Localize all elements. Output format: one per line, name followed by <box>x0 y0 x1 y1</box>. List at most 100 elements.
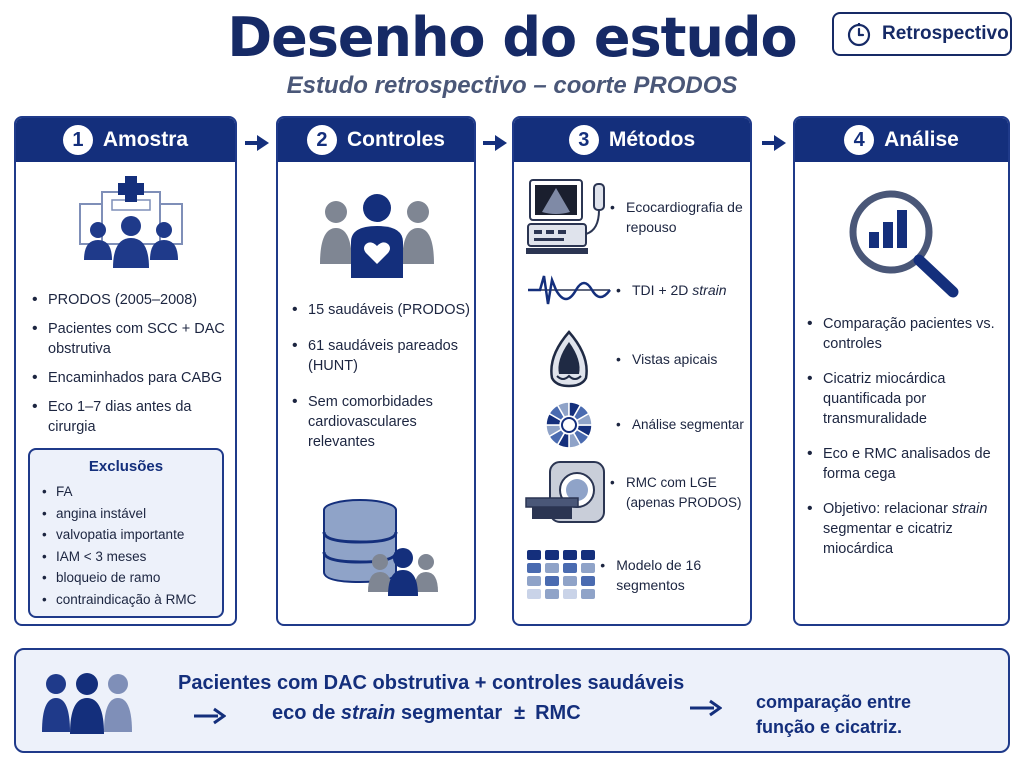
panel-title: Controles <box>346 128 445 151</box>
grid-cell <box>545 550 560 560</box>
method-item: Modelo de 16 segmentos <box>524 548 746 602</box>
panel-header: 4 Análise <box>795 118 1008 162</box>
exclusions-box: Exclusões FA angina instável valvopatia … <box>28 448 224 618</box>
page-subtitle: Estudo retrospectivo – coorte PRODOS <box>286 72 738 99</box>
arrow-right-icon <box>194 707 226 725</box>
grid-cell <box>581 589 596 599</box>
method-item: Vistas apicais <box>524 330 746 388</box>
arrow-right-icon <box>245 135 269 151</box>
panel-amostra: 1 Amostra PRODOS (2005–2008) Pacientes c… <box>14 116 237 626</box>
exclusions-list: FA angina instável valvopatia importante… <box>40 481 212 610</box>
method-label: TDI + 2D strain <box>614 280 727 300</box>
list-item: Eco 1–7 dias antes da cirurgia <box>30 397 230 437</box>
list-item: Sem comorbidades cardiovasculares releva… <box>290 392 470 452</box>
method-label: Ecocardiografia de repouso <box>608 197 746 237</box>
arrow-right-icon <box>483 135 507 151</box>
summary-banner: Pacientes com DAC obstrutiva + controles… <box>14 648 1010 753</box>
grid-cell <box>545 576 560 586</box>
objective-text: Objetivo: relacionar <box>823 501 952 517</box>
method-item: RMC com LGE (apenas PRODOS) <box>524 460 746 526</box>
list-item: IAM < 3 meses <box>40 546 212 568</box>
step-number: 4 <box>844 125 875 155</box>
grid-cell <box>527 563 542 573</box>
grid-cell <box>581 576 596 586</box>
summary-methods-text: segmentar <box>395 702 503 724</box>
summary-population: Pacientes com DAC obstrutiva + controles… <box>178 672 685 694</box>
panel-title: Amostra <box>102 128 189 151</box>
step-number: 1 <box>62 125 93 155</box>
panel-title: Métodos <box>608 128 696 151</box>
panel-analise: 4 Análise Comparação pacientes vs. contr… <box>793 116 1010 626</box>
step-number: 3 <box>568 125 599 155</box>
grid-cell <box>527 576 542 586</box>
echo-machine-icon <box>526 179 605 254</box>
grid-cell <box>527 589 542 599</box>
panel-metodos: 3 Métodos Ecocardiografia de repouso <box>512 116 752 626</box>
method-label-text: TDI + 2D <box>632 282 693 298</box>
segment-grid-icon <box>527 550 596 599</box>
retrospective-badge: Retrospectivo <box>832 12 1012 56</box>
summary-plus-minus: ± <box>514 702 526 724</box>
grid-cell <box>581 563 596 573</box>
summary-mri: RMC <box>535 702 581 724</box>
method-item: Ecocardiografia de repouso <box>524 178 746 256</box>
list-item: contraindicação à RMC <box>40 589 212 611</box>
grid-cell <box>563 563 578 573</box>
method-label-italic: strain <box>692 282 727 298</box>
summary-methods-italic: strain <box>340 702 396 724</box>
page-title: Desenho do estudo <box>227 6 797 69</box>
objective-text: segmentar e cicatriz miocárdica <box>823 521 953 557</box>
panel-header: 3 Métodos <box>514 118 750 162</box>
summary-methods: eco de strain segmentar ± RMC <box>272 702 581 725</box>
exclusions-title: Exclusões <box>88 458 164 475</box>
grid-cell <box>563 589 578 599</box>
badge-label: Retrospectivo <box>882 23 1009 44</box>
panel-header: 1 Amostra <box>16 118 235 162</box>
apical-view-icon <box>550 330 588 388</box>
magnifier-chart-icon <box>849 190 959 298</box>
summary-methods-text: eco de <box>272 702 341 724</box>
list-item: Objetivo: relacionar strain segmentar e … <box>805 499 1005 559</box>
method-label: Modelo de 16 segmentos <box>598 555 746 595</box>
list-item: FA <box>40 481 212 503</box>
list-item: Pacientes com SCC + DAC obstrutiva <box>30 319 230 359</box>
panel-header: 2 Controles <box>278 118 474 162</box>
analysis-list: Comparação pacientes vs. controles Cicat… <box>805 314 1005 568</box>
waveform-icon <box>528 275 612 305</box>
controls-list: 15 saudáveis (PRODOS) 61 saudáveis parea… <box>290 300 470 461</box>
arrow-right-icon <box>762 135 786 151</box>
sample-criteria-list: PRODOS (2005–2008) Pacientes com SCC + D… <box>30 290 230 446</box>
method-label: Vistas apicais <box>614 349 717 369</box>
healthy-people-icon <box>320 194 434 278</box>
wheel-center <box>561 417 577 433</box>
list-item: PRODOS (2005–2008) <box>30 290 230 310</box>
grid-cell <box>527 550 542 560</box>
summary-result: comparação entre função e cicatriz. <box>756 692 912 737</box>
mri-scanner-icon <box>525 461 605 523</box>
objective-italic: strain <box>951 501 988 517</box>
grid-cell <box>545 563 560 573</box>
segment-wheel-icon <box>545 401 593 449</box>
list-item: Eco e RMC analisados de forma cega <box>805 444 1005 484</box>
list-item: angina instável <box>40 503 212 525</box>
method-item: TDI + 2D strain <box>524 270 746 310</box>
arrow-right-icon <box>690 699 722 717</box>
grid-cell <box>563 550 578 560</box>
list-item: bloqueio de ramo <box>40 567 212 589</box>
method-label: Análise segmentar <box>614 415 744 435</box>
list-item: Cicatriz miocárdica quantificada por tra… <box>805 369 1005 429</box>
wheel-segment <box>575 412 593 426</box>
list-item: Comparação pacientes vs. controles <box>805 314 1005 354</box>
step-number: 2 <box>306 125 337 155</box>
method-label: RMC com LGE (apenas PRODOS) <box>608 473 746 513</box>
grid-cell <box>545 589 560 599</box>
list-item: Encaminhados para CABG <box>30 368 230 388</box>
panel-title: Análise <box>884 128 959 151</box>
panel-controles: 2 Controles 15 saudáveis (PRODOS) 61 sau… <box>276 116 476 626</box>
people-group-icon <box>42 673 132 734</box>
grid-cell <box>581 550 596 560</box>
method-item: Análise segmentar <box>524 400 746 450</box>
hospital-patients-icon <box>79 176 183 268</box>
list-item: 15 saudáveis (PRODOS) <box>290 300 470 320</box>
clock-icon <box>847 23 871 47</box>
